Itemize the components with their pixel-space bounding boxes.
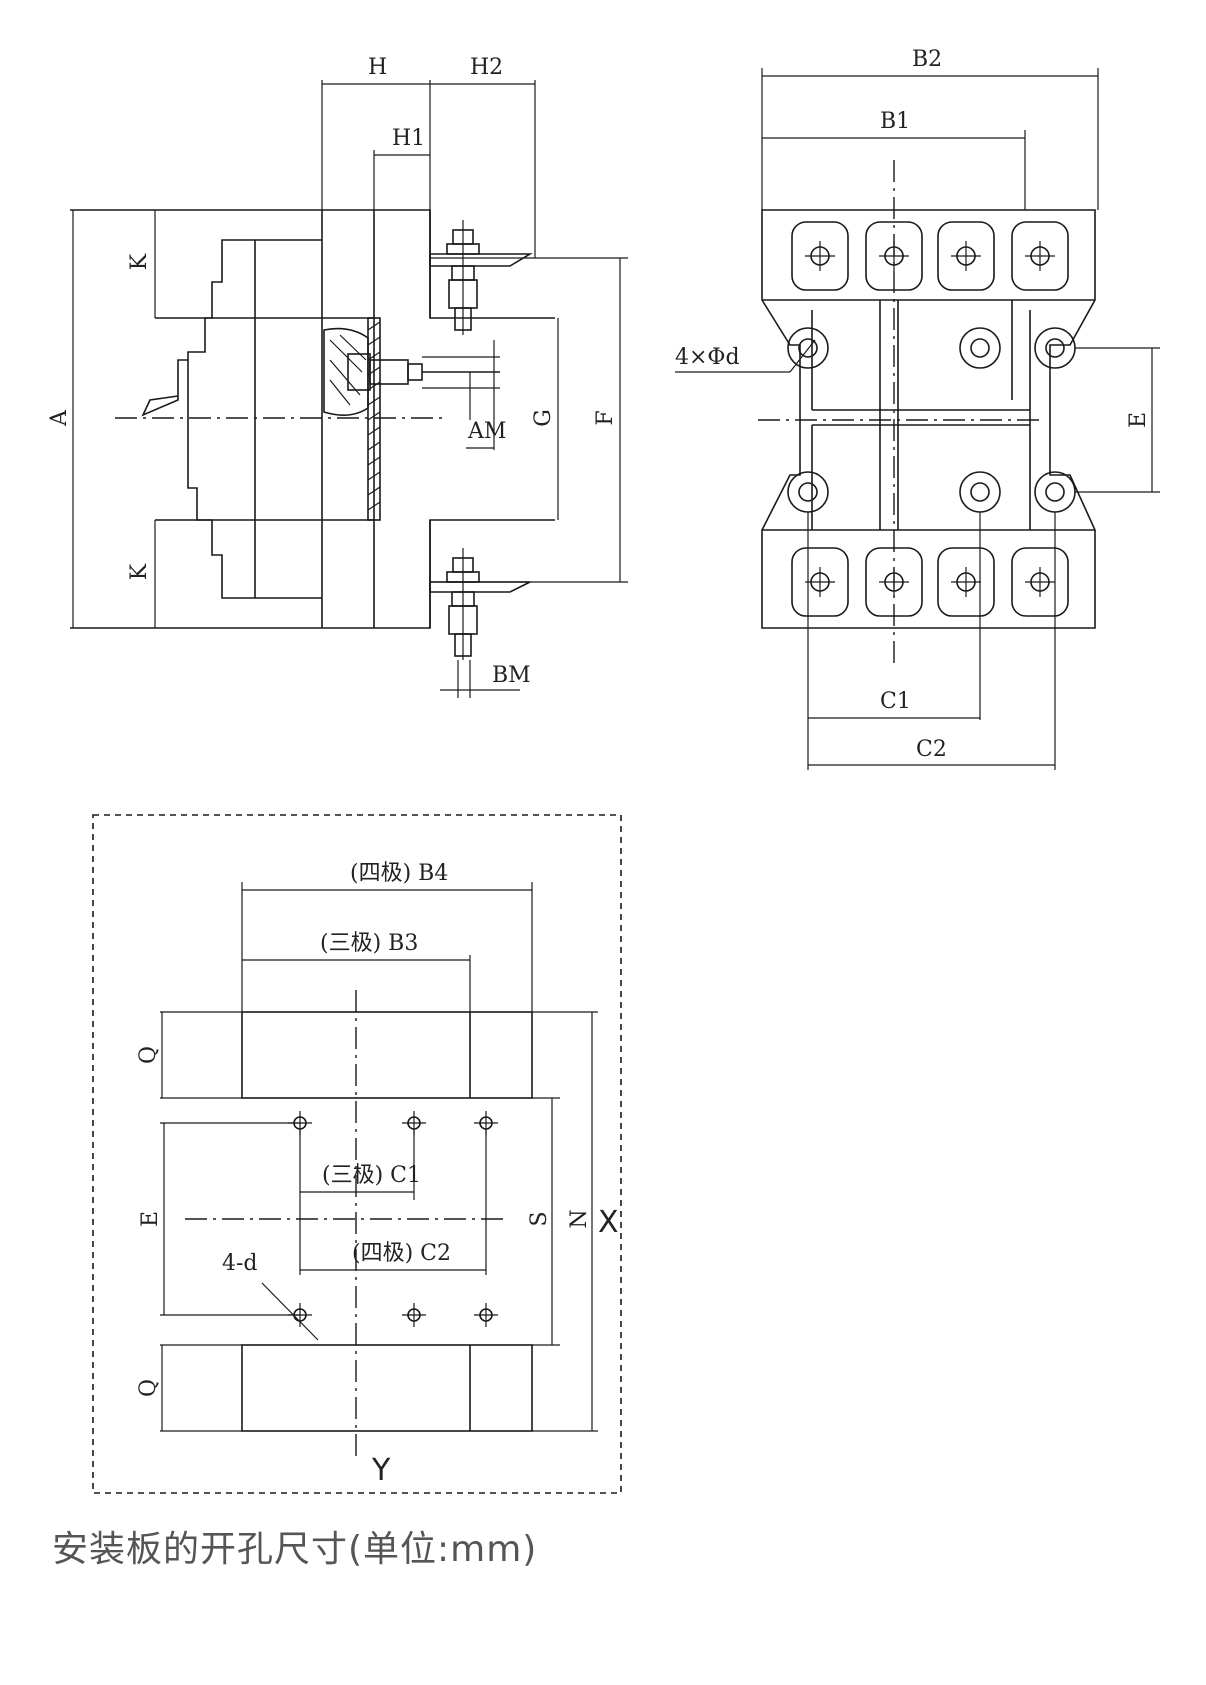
axis-y-label: Y <box>371 1453 391 1488</box>
dim-q-bottom-label: Q <box>136 1379 161 1397</box>
dim-b4-label: (四极) B4 <box>350 861 448 886</box>
axis-x-label: X <box>598 1205 619 1240</box>
dim-f-label: F <box>593 410 618 425</box>
dim-am-label: AM <box>467 419 506 444</box>
dim-c1-label: C1 <box>880 689 911 714</box>
front-top-contacts <box>791 221 1069 291</box>
dim-q-top-label: Q <box>136 1046 161 1064</box>
dim-s-label: S <box>527 1211 552 1226</box>
dim-b3-label: (三极) B3 <box>320 931 418 956</box>
dim-bm-label: BM <box>492 663 531 688</box>
dim-b2-label: B2 <box>912 47 942 72</box>
dim-a-label: A <box>47 409 72 427</box>
terminal-top <box>429 220 628 335</box>
dim-e-front-label: E <box>1126 412 1151 428</box>
dim-c2-cutout-label: (四极) C2 <box>352 1241 451 1266</box>
dim-b1-label: B1 <box>880 109 910 134</box>
dim-n-label: N <box>567 1209 592 1228</box>
dim-holes-label: 4×Φd <box>675 345 740 370</box>
dim-c1-cutout-label: (三极) C1 <box>322 1163 421 1188</box>
dim-e-cutout-label: E <box>138 1211 163 1227</box>
caption-text: 安装板的开孔尺寸(单位:mm) <box>52 1529 538 1570</box>
dim-k-top-label: K <box>127 253 152 270</box>
dim-c2-label: C2 <box>916 737 947 762</box>
terminal-bottom <box>429 548 628 660</box>
front-bottom-contacts <box>791 547 1069 617</box>
dim-holes-cutout-label: 4-d <box>222 1251 258 1276</box>
dim-h1-label: H1 <box>392 126 425 151</box>
dim-h2-label: H2 <box>470 55 503 80</box>
cutout-holes <box>288 1111 498 1327</box>
dim-k-bottom-label: K <box>127 563 152 580</box>
cutout-view: (四极) B4 (三极) B3 (三极) C1 (四极) C2 Q Q E S … <box>92 814 622 1494</box>
dim-h-label: H <box>368 55 387 80</box>
dim-g-label: G <box>531 409 556 427</box>
front-view: B2 B1 C1 C2 E 4×Φd <box>675 47 1160 770</box>
side-view: AM H <box>47 55 628 698</box>
